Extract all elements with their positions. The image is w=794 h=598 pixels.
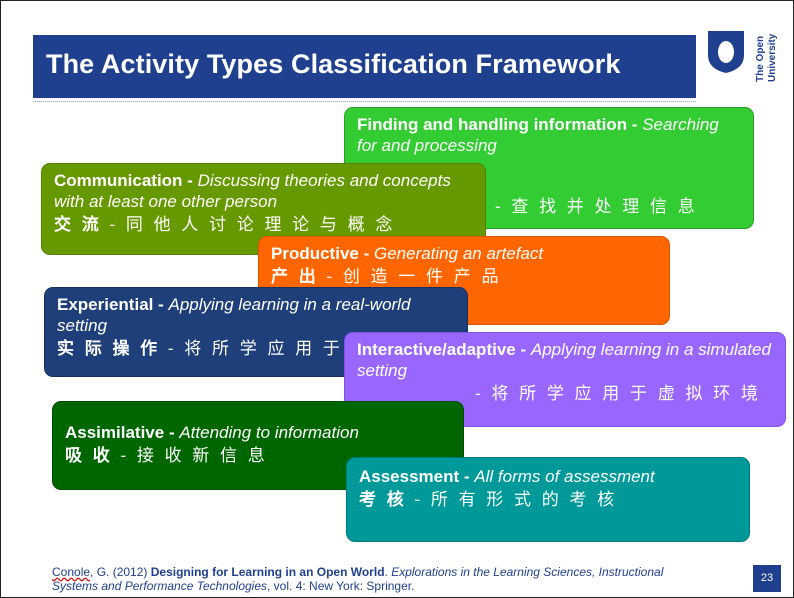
- box-heading: Communication -: [54, 171, 193, 190]
- box-chinese: 实 际 操 作 - 将 所 学 应 用 于: [57, 338, 455, 359]
- slide-title: The Activity Types Classification Framew…: [46, 49, 621, 79]
- box-chinese-body: - 将 所 学 应 用 于: [160, 339, 343, 358]
- citation: Conole, G. (2012) Designing for Learning…: [52, 565, 692, 593]
- box-chinese-heading: 实 际 操 作: [57, 339, 161, 358]
- citation-book-title: Designing for Learning in an Open World: [150, 565, 385, 579]
- box-communication: Communication - Discussing theories and …: [41, 163, 486, 255]
- page-number: 23: [753, 565, 781, 592]
- box-heading: Experiential -: [57, 295, 164, 314]
- box-chinese-body: - 创 造 一 件 产 品: [318, 267, 502, 286]
- box-chinese-heading: 吸 收: [65, 446, 113, 465]
- box-description: Searching for and processing: [357, 115, 719, 155]
- box-description: Applying learning in a real-world settin…: [57, 295, 411, 335]
- logo-line-1: The Open: [755, 36, 766, 82]
- title-divider: [33, 101, 696, 102]
- box-chinese: - 查 找 并 处 理 信 息: [495, 196, 698, 217]
- box-chinese: - 将 所 学 应 用 于 虚 拟 环 境: [357, 383, 773, 404]
- citation-series: Explorations in the Learning Sciences, I…: [52, 565, 664, 593]
- box-heading: Assessment -: [359, 467, 470, 486]
- box-heading: Finding and handling information -: [357, 115, 638, 134]
- box-heading: Assimilative -: [65, 423, 175, 442]
- box-heading: Productive -: [271, 244, 370, 263]
- logo-line-2: University: [767, 33, 778, 82]
- box-description: All forms of assessment: [474, 467, 655, 486]
- citation-part: , vol. 4: New York: Springer.: [267, 579, 415, 593]
- box-description: Applying learning in a simulated setting: [357, 340, 771, 380]
- box-chinese-body: - 查 找 并 处 理 信 息: [495, 197, 698, 216]
- box-description: Generating an artefact: [373, 244, 544, 263]
- ou-shield-icon: [708, 31, 744, 73]
- box-assimilative: Assimilative - Attending to information …: [52, 401, 464, 490]
- box-chinese-body: - 同 他 人 讨 论 理 论 与 概 念: [101, 215, 396, 234]
- box-assessment: Assessment - All forms of assessment 考 核…: [346, 457, 750, 542]
- box-chinese-heading: 产 出: [271, 267, 319, 286]
- box-chinese-body: - 将 所 学 应 用 于 虚 拟 环 境: [475, 384, 761, 403]
- ou-logo-text: The Open University: [755, 33, 778, 82]
- box-chinese: 考 核 - 所 有 形 式 的 考 核: [359, 489, 737, 510]
- box-description: Discussing theories and concepts with at…: [54, 171, 451, 211]
- citation-part: , G. (2012): [90, 565, 151, 579]
- box-chinese-heading: 考 核: [359, 490, 407, 509]
- box-chinese: 产 出 - 创 造 一 件 产 品: [271, 266, 657, 287]
- box-chinese-body: - 所 有 形 式 的 考 核: [406, 490, 618, 509]
- box-chinese: 吸 收 - 接 收 新 信 息: [65, 445, 451, 466]
- box-description: Attending to information: [179, 423, 359, 442]
- box-chinese-body: - 接 收 新 信 息: [112, 446, 268, 465]
- box-chinese: 交 流 - 同 他 人 讨 论 理 论 与 概 念: [54, 214, 473, 235]
- title-bar: The Activity Types Classification Framew…: [33, 35, 696, 98]
- citation-author: Conole: [52, 565, 91, 579]
- box-heading: Interactive/adaptive -: [357, 340, 527, 359]
- box-chinese-heading: 交 流: [54, 215, 102, 234]
- citation-part: .: [384, 565, 392, 579]
